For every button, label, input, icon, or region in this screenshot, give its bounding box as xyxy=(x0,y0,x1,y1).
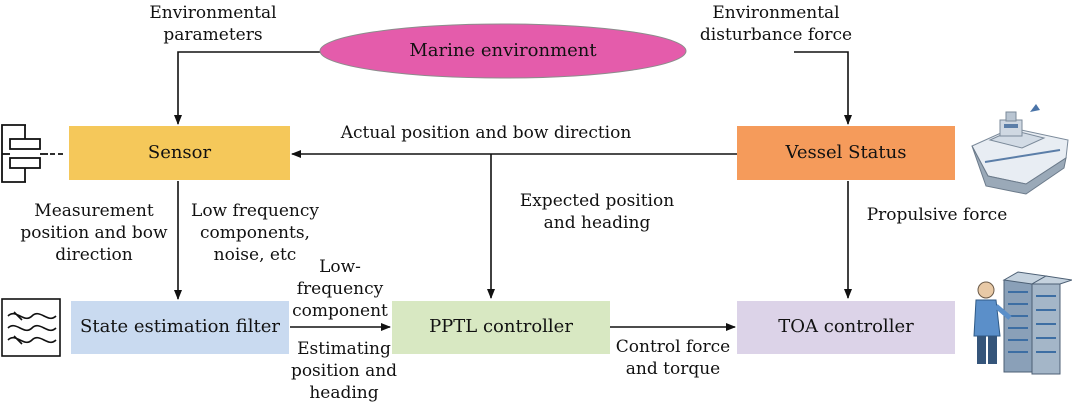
filter-wave-icon xyxy=(1,298,61,357)
lowfreq-component-label: Low- frequency component xyxy=(292,257,388,321)
state-filter-label: State estimation filter xyxy=(80,316,280,337)
connectors xyxy=(174,51,852,331)
env-params-label: Environmental parameters xyxy=(149,3,277,45)
edge-env-params xyxy=(174,51,322,125)
marine-environment-label: Marine environment xyxy=(409,40,597,61)
pptl-controller-block xyxy=(392,301,610,354)
edge-env-dist xyxy=(794,51,852,125)
expected-position-label: Expected position and heading xyxy=(519,191,675,233)
measurement-label: Measurement position and bow direction xyxy=(20,201,168,265)
marine-environment-node xyxy=(319,23,687,79)
env-dist-label: Environmental disturbance force xyxy=(699,3,853,45)
control-force-label: Control force and torque xyxy=(615,337,731,379)
operator-server-icon xyxy=(973,271,1072,375)
actual-position-label: Actual position and bow direction xyxy=(340,123,632,143)
propulsive-force-label: Propulsive force xyxy=(866,205,1008,225)
toa-controller-block xyxy=(737,301,955,354)
vessel-status-label: Vessel Status xyxy=(785,142,907,163)
pptl-controller-label: PPTL controller xyxy=(429,316,573,337)
sensor-block xyxy=(69,126,290,180)
toa-controller-label: TOA controller xyxy=(778,316,914,337)
vessel-status-block xyxy=(737,126,955,180)
ship-icon xyxy=(971,104,1069,195)
lowfreq-noise-label: Low frequency components, noise, etc xyxy=(191,201,319,265)
state-filter-block xyxy=(71,301,289,354)
sensor-device-icon xyxy=(1,124,64,183)
sensor-label: Sensor xyxy=(147,142,212,163)
estimating-position-label: Estimating position and heading xyxy=(290,339,398,403)
